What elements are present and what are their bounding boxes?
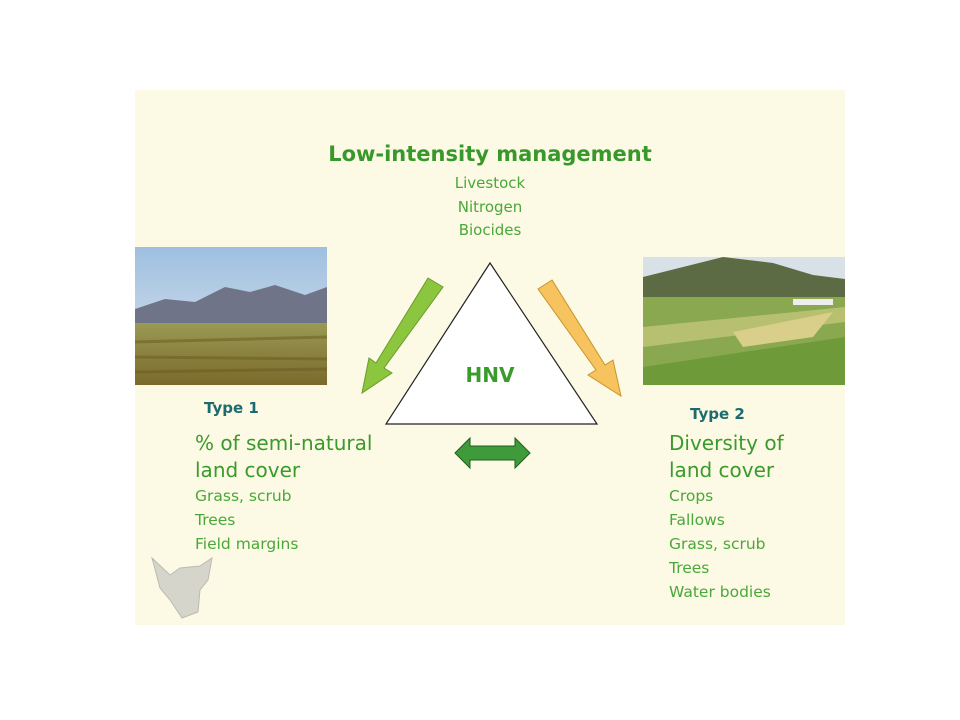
top-item: Biocides (458, 221, 522, 239)
type1-item: Grass, scrub (195, 487, 292, 505)
hnv-triangle (384, 261, 599, 425)
type2-item: Grass, scrub (669, 535, 766, 553)
top-heading: Low-intensity management (328, 142, 652, 166)
logo-animal-icon (151, 556, 213, 619)
type2-heading-line2: land cover (669, 458, 775, 482)
type2-item: Water bodies (669, 583, 771, 601)
type2-item: Crops (669, 487, 714, 505)
type1-heading-line1: % of semi-natural (195, 431, 373, 455)
bidirectional-arrow (454, 436, 531, 470)
type2-item: Fallows (669, 511, 725, 529)
type1-landscape-photo (135, 247, 327, 385)
type1-item: Trees (195, 511, 236, 529)
type2-label: Type 2 (690, 405, 745, 423)
top-item: Livestock (454, 174, 526, 192)
right-down-arrow (537, 279, 622, 398)
top-item: Nitrogen (457, 198, 523, 216)
type2-item: Trees (669, 559, 710, 577)
type1-label: Type 1 (204, 399, 259, 417)
type1-item: Field margins (195, 535, 299, 553)
type1-heading-line2: land cover (195, 458, 301, 482)
type2-heading-line1: Diversity of (669, 431, 784, 455)
left-down-arrow (361, 277, 444, 395)
hnv-label: HNV (465, 363, 515, 387)
type2-landscape-photo (643, 257, 845, 385)
